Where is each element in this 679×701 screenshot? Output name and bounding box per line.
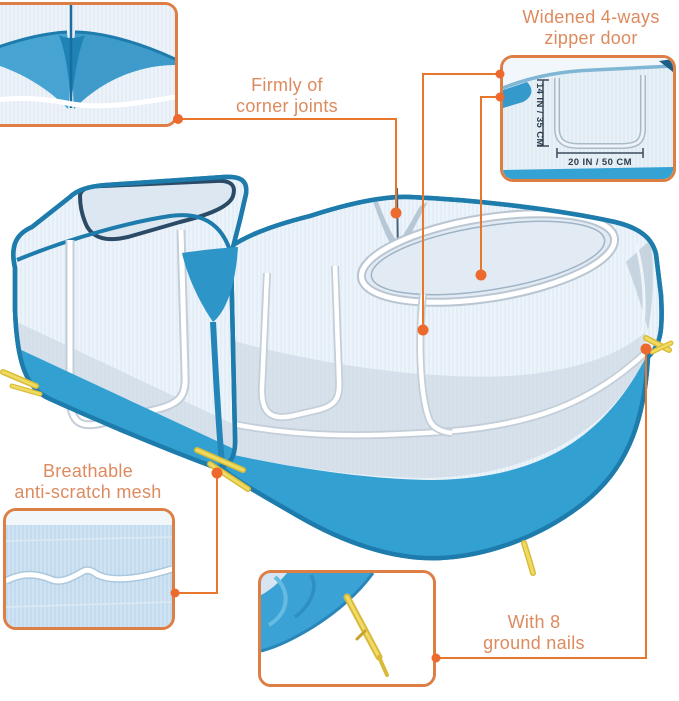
- ground-nail-icon: [207, 461, 251, 492]
- width-dimension: 20 IN / 50 CM: [556, 148, 644, 168]
- ground-nail-detail-art: [261, 573, 433, 684]
- callout-dot: [211, 467, 223, 479]
- callout-label-zipper-door: Widened 4-ways zipper door: [522, 7, 660, 48]
- ground-nail-icon: [649, 340, 674, 355]
- callout-label-mesh: Breathable anti-scratch mesh: [14, 461, 162, 502]
- callout-dot: [475, 269, 487, 281]
- mesh-detail-art: [6, 511, 172, 627]
- ground-nail-icon: [343, 593, 389, 677]
- playpen-left-chamber: [11, 174, 249, 470]
- inset-ground-nail-detail: [258, 570, 436, 687]
- connector-corner-joints: [178, 118, 397, 213]
- ground-nail-icon: [643, 335, 672, 353]
- ground-nail-icon: [0, 369, 39, 389]
- ground-nail-icon: [194, 447, 246, 473]
- inset-zipper-door-detail: 14 IN / 35 CM 20 IN / 50 CM: [500, 55, 676, 182]
- ground-nail-icon: [9, 383, 43, 397]
- ground-nail-icon: [521, 540, 536, 576]
- height-dimension-text: 14 IN / 35 CM: [534, 83, 545, 147]
- connector-zipper-door-2: [480, 96, 500, 275]
- callout-dot: [390, 207, 402, 219]
- top-opening-left: [77, 178, 236, 242]
- callout-label-ground-nails: With 8 ground nails: [483, 612, 585, 653]
- width-dimension-text: 20 IN / 50 CM: [568, 157, 632, 168]
- callout-label-corner-joints: Firmly of corner joints: [236, 75, 338, 116]
- top-opening-right: [356, 209, 620, 307]
- zipper-door-detail-art: 14 IN / 35 CM 20 IN / 50 CM: [503, 58, 673, 179]
- height-dimension: 14 IN / 35 CM: [534, 79, 549, 147]
- inset-mesh-detail: [3, 508, 175, 630]
- connector-mesh: [175, 473, 218, 594]
- mesh-zipper-line: [6, 566, 172, 584]
- connector-zipper-door-1: [422, 73, 500, 330]
- callout-dot: [640, 343, 652, 355]
- inset-corner-joint-detail: [0, 2, 178, 127]
- corner-joint-detail-art: [0, 5, 175, 124]
- callout-dot: [417, 324, 429, 336]
- playpen-right-chamber: [210, 187, 664, 561]
